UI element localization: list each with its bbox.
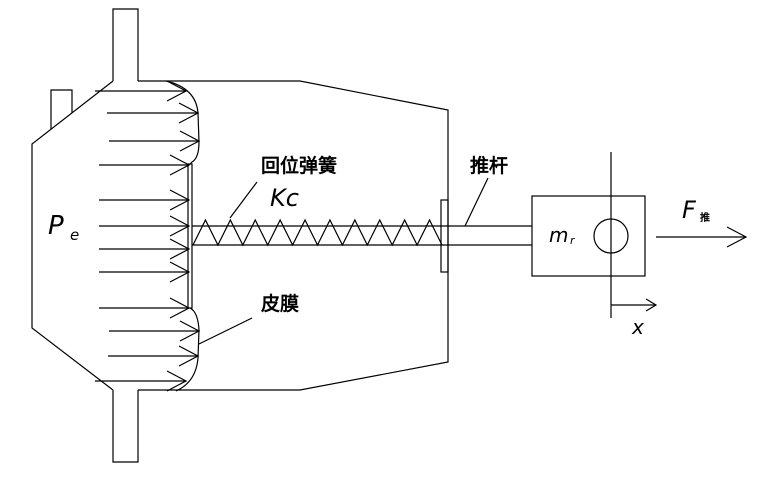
pressure-arrowhead (169, 261, 191, 283)
vent-nub (50, 89, 73, 129)
pressure-arrowhead (169, 154, 191, 176)
mass-center-circle (593, 218, 629, 254)
force-subscript: 推 (700, 211, 710, 224)
push-rod-flange (440, 199, 449, 273)
mass-subscript: r (570, 234, 576, 247)
x-axis-label: x (631, 315, 644, 339)
diaphragm-plate (187, 163, 193, 309)
return-spring-label: 回位弹簧 (261, 154, 337, 177)
pressure-arrowhead (166, 80, 188, 102)
force-arrow (656, 226, 748, 248)
force-arrowhead (726, 226, 748, 248)
mass-block (531, 152, 646, 318)
pressure-arrowhead (169, 189, 191, 211)
force-label: F (682, 196, 697, 224)
pressure-label: P (48, 211, 64, 241)
diaphragm-label: 皮膜 (261, 292, 299, 315)
top-port (112, 8, 139, 81)
push-rod-leader-line (464, 177, 489, 227)
pressure-arrows (95, 80, 201, 392)
bottom-port (112, 390, 139, 463)
pressure-arrowhead (166, 370, 188, 392)
mass-label: m (549, 223, 568, 247)
x-axis-arrowhead (645, 298, 658, 312)
diaphragm-leader-line (198, 317, 253, 345)
pressure-subscript: e (70, 226, 79, 244)
push-rod (440, 199, 532, 273)
x-axis (611, 298, 658, 312)
diaphragm-upper-curve (165, 80, 200, 165)
push-rod-label: 推杆 (470, 154, 508, 177)
diaphragm-lower-curve (175, 307, 200, 392)
diaphragm (165, 80, 200, 392)
spring-leader-line (229, 181, 258, 219)
housing-right-top (138, 80, 449, 391)
spring-coil (192, 218, 443, 247)
return-spring (192, 218, 448, 247)
pressure-arrowhead (169, 238, 191, 260)
chamber-housing (31, 8, 449, 463)
pressure-arrowhead (169, 215, 191, 237)
housing-left (31, 80, 114, 391)
spring-constant-label: Kc (270, 184, 299, 212)
mass-block-body (531, 195, 646, 277)
